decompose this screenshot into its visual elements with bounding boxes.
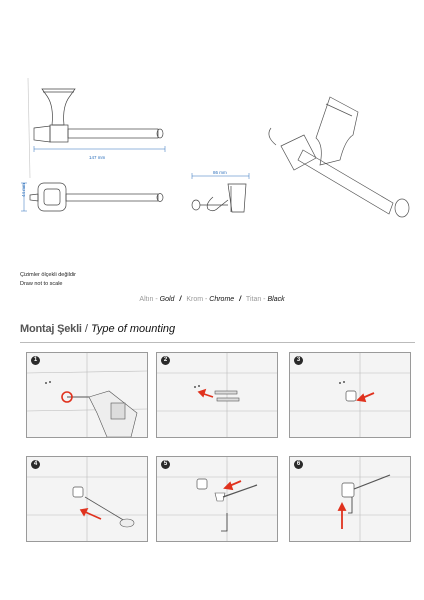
height-dimension-label: 44 mm [21,183,26,197]
technical-drawings: 147 mm 44 mm 86 mm [21,77,410,218]
step-4-panel: 4 [26,456,148,542]
holder-bar-icon [222,484,258,498]
width-dimension-label: 147 mm [89,155,106,160]
step-badge: 1 [31,356,40,365]
finish-black-tr: Titan [245,296,262,303]
allen-key-icon [221,513,228,532]
mounting-title: Montaj Şekli / Type of mounting [20,323,175,335]
drill-icon [88,390,138,437]
depth-dimension-label: 86 mm [213,170,227,175]
step-1-panel: 1 [26,352,148,438]
slide-arrow-icon [223,480,242,491]
finish-chrome-tr: Krom [186,296,204,303]
step-5-panel: 5 [156,456,278,542]
step-badge: 6 [294,460,303,469]
press-arrow-icon [356,392,375,403]
screwdriver-icon [84,496,126,522]
step-badge: 3 [294,356,303,365]
insert-arrow-icon [197,388,214,398]
tighten-arrow-icon [337,501,347,529]
wall-plug-icons [214,390,240,402]
scale-note-tr: Çizimler ölçekli değildir [20,272,76,278]
finish-gold-tr: Altın [139,296,154,303]
mounting-title-en: Type of mounting [90,323,176,335]
top-view-drawing [29,182,164,212]
step-badge: 4 [31,460,40,469]
step-badge: 2 [161,356,170,365]
step-badge: 5 [161,460,170,469]
finish-gold-en: Gold [159,296,175,303]
allen-key-icon [348,497,353,514]
finish-black-en: Black [267,296,285,303]
wall-plate-icon [345,390,357,402]
drill-rotation-icon [61,391,73,403]
screw-arrow-icon [79,507,102,520]
step-3-panel: 3 [289,352,411,438]
finish-chrome-en: Chrome [209,296,235,303]
mounting-separator: / [84,323,88,335]
step-2-panel: 2 [156,352,278,438]
mounting-divider [20,342,415,343]
side-view-drawing [191,183,247,213]
perspective-view-drawing [268,96,410,218]
front-view-drawing [27,77,164,179]
step-6-panel: 6 [289,456,411,542]
finish-options: Altın - Gold / Krom - Chrome / Titan - B… [139,296,285,303]
scale-note-en: Draw not to scale [20,281,63,287]
mounting-title-tr: Montaj Şekli [20,323,82,335]
